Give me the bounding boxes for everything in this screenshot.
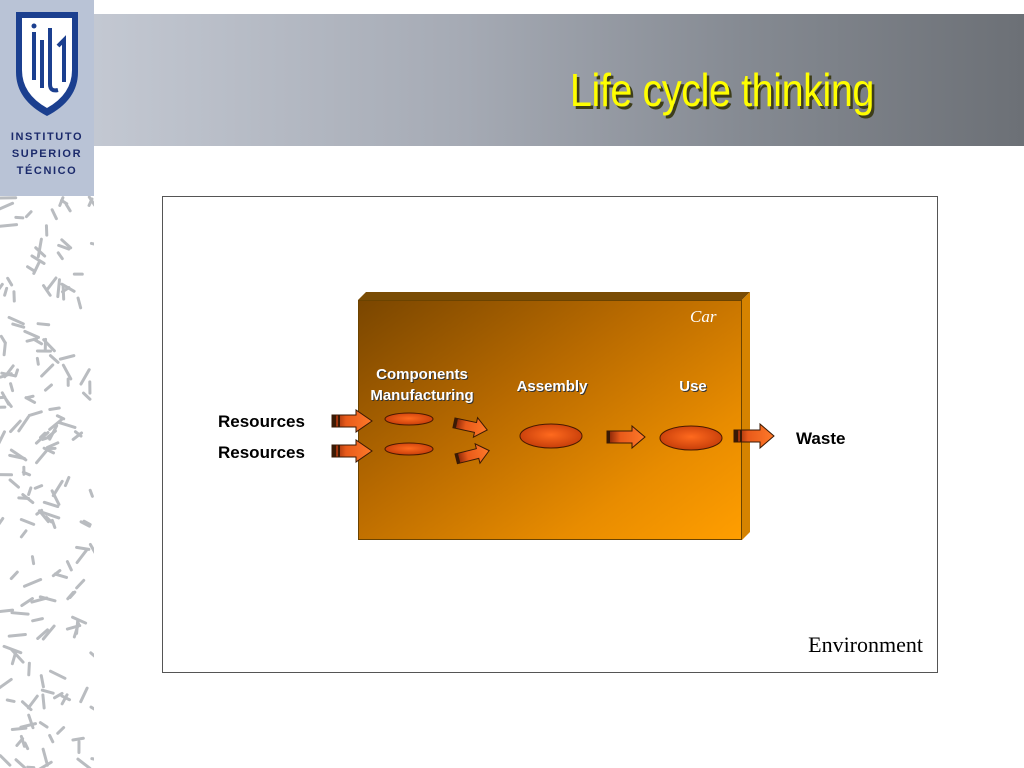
decorative-pattern xyxy=(0,196,94,768)
institution-logo: INSTITUTO SUPERIOR TÉCNICO xyxy=(0,0,94,196)
environment-label: Environment xyxy=(808,632,923,657)
components-label-line-2: Manufacturing xyxy=(370,387,474,404)
component-process-2 xyxy=(384,442,434,456)
sidebar: INSTITUTO SUPERIOR TÉCNICO xyxy=(0,0,94,768)
car-box-top xyxy=(358,292,750,300)
component-process-1 xyxy=(384,412,434,426)
assembly-process xyxy=(519,423,583,449)
institution-name-line-2: SUPERIOR xyxy=(11,148,83,160)
component-arrow-1 xyxy=(452,416,488,439)
components-label-line-1: Components xyxy=(376,366,468,383)
use-label: Use xyxy=(679,378,707,395)
assembly-to-use-arrow xyxy=(606,424,646,450)
waste-label: Waste xyxy=(796,429,846,448)
input-arrow-1 xyxy=(331,409,373,433)
waste-arrow xyxy=(733,422,775,450)
car-label: Car xyxy=(690,307,717,326)
header-bar xyxy=(94,14,1024,146)
institution-name-line-1: INSTITUTO xyxy=(10,131,84,143)
component-arrow-2 xyxy=(454,442,490,465)
resources-label-2: Resources xyxy=(218,443,305,462)
resources-label-1: Resources xyxy=(218,412,305,431)
input-arrow-2 xyxy=(331,439,373,463)
institution-name-line-3: TÉCNICO xyxy=(16,165,78,177)
assembly-label: Assembly xyxy=(516,378,588,395)
components-manufacturing-label: Components Manufacturing xyxy=(352,364,492,406)
car-box-side xyxy=(742,292,750,540)
use-process xyxy=(659,425,723,451)
ist-shield-icon xyxy=(16,12,78,116)
page-title: Life cycle thinking xyxy=(569,64,875,116)
